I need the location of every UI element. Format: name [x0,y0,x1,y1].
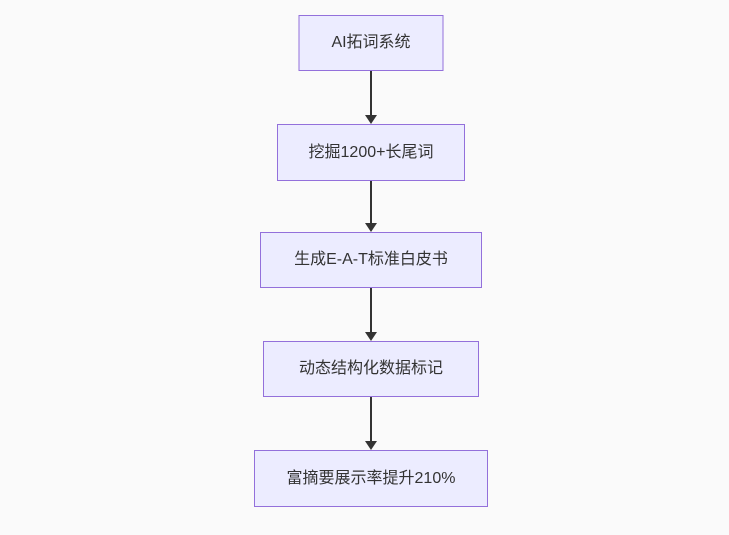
node-label: 挖掘1200+长尾词 [308,143,434,161]
flowchart-node-rich-snippet-result: 富摘要展示率提升210% [254,450,488,507]
node-label: AI拓词系统 [331,34,411,52]
arrowhead-icon [365,441,377,450]
arrowhead-icon [365,332,377,341]
flow-arrow-line [370,71,372,115]
flowchart-node-ai-system: AI拓词系统 [298,15,444,71]
node-label: 富摘要展示率提升210% [286,469,456,487]
flowchart-node-eat-whitepaper: 生成E-A-T标准白皮书 [260,232,482,288]
flowchart-node-structured-data: 动态结构化数据标记 [263,341,479,397]
flow-arrow-line [370,397,372,441]
flow-arrow-line [370,181,372,223]
arrowhead-icon [365,223,377,232]
flow-arrow-line [370,288,372,332]
flowchart-node-longtail-keywords: 挖掘1200+长尾词 [277,124,465,181]
node-label: 生成E-A-T标准白皮书 [294,251,448,269]
node-label: 动态结构化数据标记 [298,360,443,378]
arrowhead-icon [365,115,377,124]
